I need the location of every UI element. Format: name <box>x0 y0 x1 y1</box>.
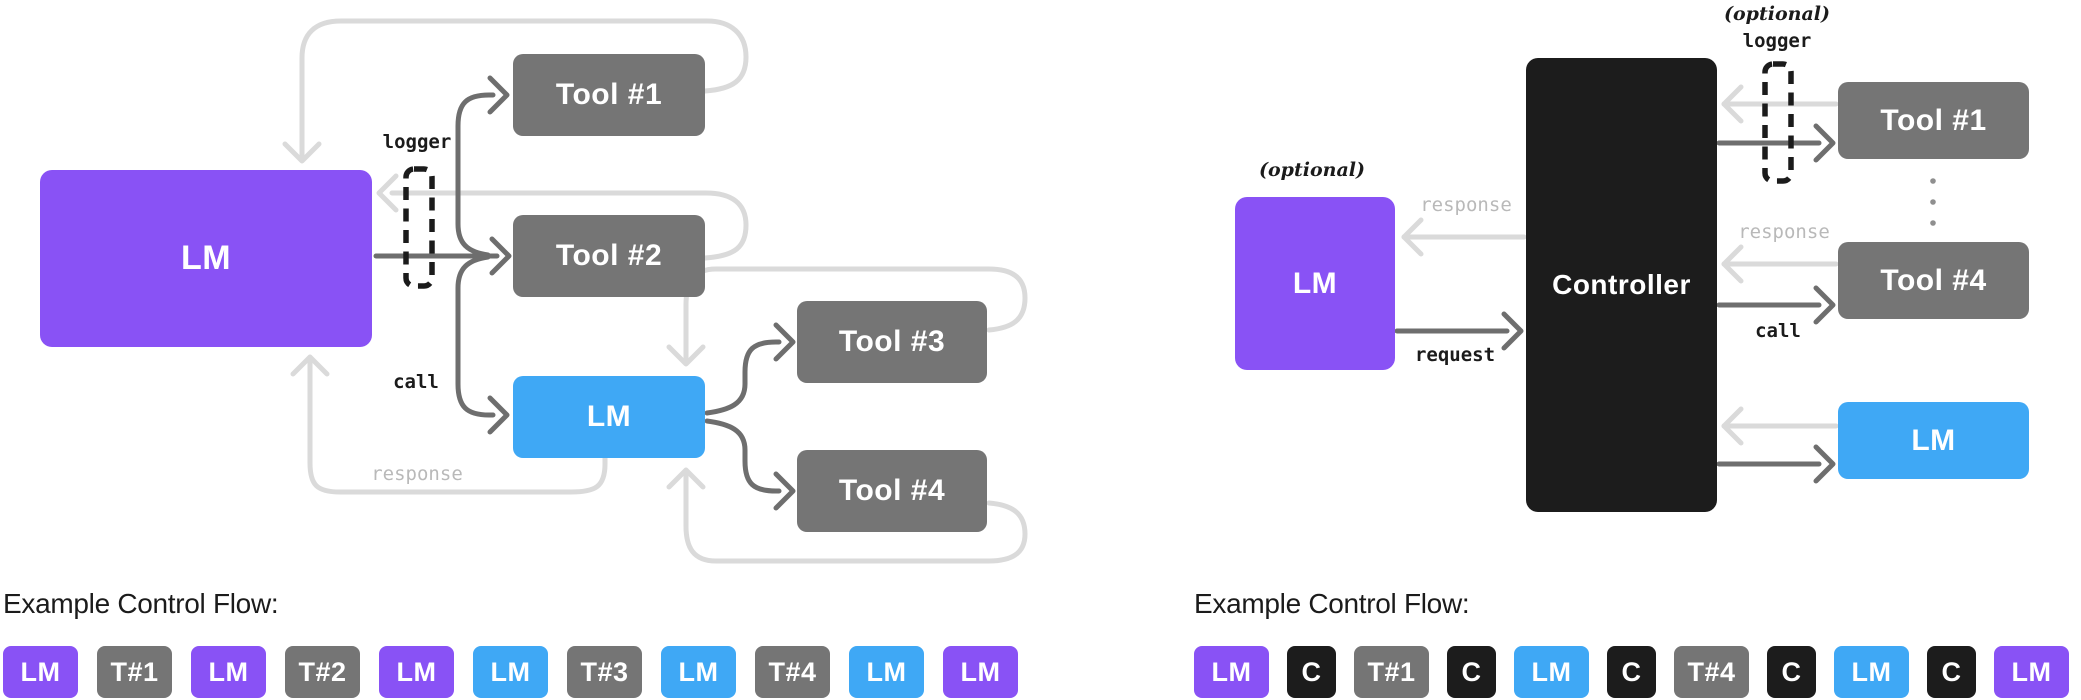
optional-lm-label: (optional) <box>1259 159 1365 181</box>
controller-label: Controller <box>1552 269 1691 300</box>
lm-main-label-right: LM <box>1292 266 1338 300</box>
call-arrow-controller-to-tool4 <box>1716 285 1836 325</box>
call-arrow-lm-to-tool1 <box>455 75 510 258</box>
lm-sub-label-right: LM <box>1911 423 1956 457</box>
left-flow-badge-row: LM T#1 LM T#2 LM LM T#3 LM T#4 LM LM <box>3 646 1018 698</box>
lm-sub-box-right: LM <box>1838 402 2029 479</box>
tool2-box: Tool #2 <box>513 215 705 297</box>
flow-badge: T#4 <box>1674 646 1749 698</box>
response-tool-label: response <box>1738 221 1830 243</box>
flow-badge: T#4 <box>755 646 830 698</box>
flow-badge: LM <box>943 646 1018 698</box>
flow-badge: C <box>1287 646 1336 698</box>
call-arrow-sub-lm-to-tool3 <box>704 322 796 416</box>
response-arrow-controller-to-lm <box>1401 217 1527 257</box>
response-arrow-sub-lm-to-controller <box>1721 406 1839 446</box>
ellipsis-dots-icon <box>1930 178 1936 226</box>
call-arrow-lm-to-tool2 <box>373 236 512 276</box>
flow-badge: C <box>1927 646 1976 698</box>
lm-main-label: LM <box>180 239 232 277</box>
request-arrow-lm-to-controller <box>1394 311 1524 351</box>
flow-badge: C <box>1767 646 1816 698</box>
flow-badge: LM <box>1514 646 1589 698</box>
flow-badge: C <box>1607 646 1656 698</box>
response-loop-tool1-to-lm <box>282 18 749 164</box>
tool4-box-right: Tool #4 <box>1838 242 2029 319</box>
optional-logger-label: (optional) <box>1724 3 1830 25</box>
logger-label-right: logger <box>1742 30 1812 52</box>
tool2-label: Tool #2 <box>555 239 663 272</box>
call-arrow-controller-to-sub-lm <box>1716 444 1836 484</box>
flow-badge: T#3 <box>567 646 642 698</box>
flow-badge: LM <box>379 646 454 698</box>
tool1-box-right: Tool #1 <box>1838 82 2029 159</box>
tool1-label: Tool #1 <box>555 78 663 111</box>
lm-main-box-right: LM <box>1235 197 1395 370</box>
response-arrow-tool4-to-controller <box>1721 244 1839 284</box>
flow-badge: LM <box>3 646 78 698</box>
tool1-box: Tool #1 <box>513 54 705 136</box>
response-loop-tool2-to-lm <box>376 173 749 261</box>
flow-badge: C <box>1447 646 1496 698</box>
call-label: call <box>393 371 439 393</box>
flow-badge: LM <box>191 646 266 698</box>
tool1-label-right: Tool #1 <box>1880 103 1987 137</box>
response-loop-tool4-to-sub-lm <box>666 467 1028 564</box>
flow-badge: LM <box>1994 646 2069 698</box>
call-arrow-controller-to-tool1 <box>1716 123 1836 163</box>
flow-badge: LM <box>1194 646 1269 698</box>
response-loop-sub-lm-to-lm <box>290 354 608 495</box>
right-flow-title: Example Control Flow: <box>1194 588 1470 619</box>
response-label: response <box>371 463 463 485</box>
call-arrow-lm-to-sub-lm <box>455 254 510 435</box>
lm-main-box: LM <box>40 170 372 347</box>
left-flow-title: Example Control Flow: <box>3 588 279 619</box>
response-arrow-tool1-to-controller <box>1721 84 1839 124</box>
tool4-box: Tool #4 <box>797 450 987 532</box>
tool4-label-right: Tool #4 <box>1880 263 1987 297</box>
logger-label: logger <box>382 131 452 153</box>
logger-icon <box>1762 61 1794 184</box>
flow-badge: LM <box>661 646 736 698</box>
flow-badge: LM <box>849 646 924 698</box>
lm-sub-label: LM <box>586 400 632 433</box>
tool4-label: Tool #4 <box>838 474 946 507</box>
flow-badge: LM <box>473 646 548 698</box>
logger-icon <box>403 166 435 289</box>
controller-box: Controller <box>1526 58 1717 512</box>
tool3-label: Tool #3 <box>838 325 946 358</box>
request-label: request <box>1414 344 1496 366</box>
call-label-right: call <box>1755 320 1801 342</box>
flow-badge: LM <box>1834 646 1909 698</box>
response-lm-label: response <box>1420 194 1512 216</box>
flow-badge: T#1 <box>1354 646 1429 698</box>
right-flow-badge-row: LM C T#1 C LM C T#4 C LM C LM <box>1194 646 2069 698</box>
call-arrow-sub-lm-to-tool4 <box>704 418 796 511</box>
flow-badge: T#2 <box>285 646 360 698</box>
tool3-box: Tool #3 <box>797 301 987 383</box>
flow-badge: T#1 <box>97 646 172 698</box>
lm-sub-box: LM <box>513 376 705 458</box>
